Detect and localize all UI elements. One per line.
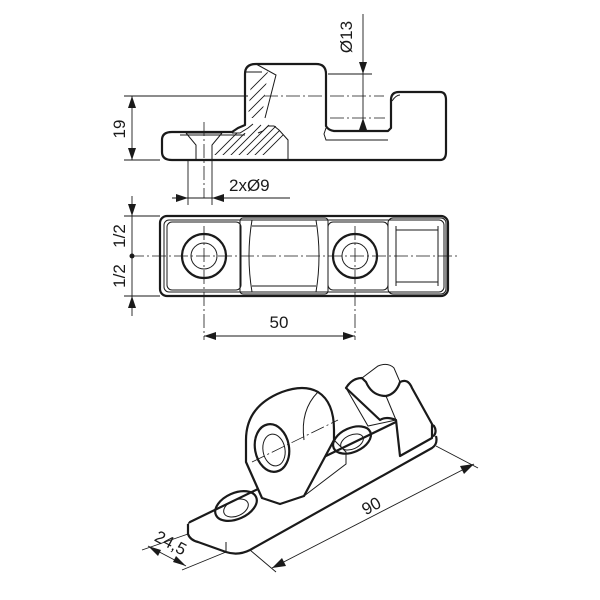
dim-half-top-label: 1/2	[110, 224, 129, 248]
dim-2x9-label: 2xØ9	[229, 176, 270, 195]
dim-50-label: 50	[270, 313, 289, 332]
side-view	[160, 62, 448, 198]
dimension-height: 19	[110, 95, 248, 161]
dim-19-label: 19	[110, 120, 129, 139]
dimension-dia13: Ø13	[328, 14, 372, 130]
dimension-spacing: 50	[204, 313, 355, 340]
dimension-holes: 2xØ9	[172, 160, 290, 205]
isometric-view	[186, 363, 438, 555]
dim-dia13-label: Ø13	[337, 21, 356, 53]
top-view	[130, 214, 460, 340]
dimension-half: 1/2 1/2	[110, 196, 160, 316]
dim-half-bottom-label: 1/2	[110, 264, 129, 288]
dim-90-label: 90	[359, 493, 385, 519]
